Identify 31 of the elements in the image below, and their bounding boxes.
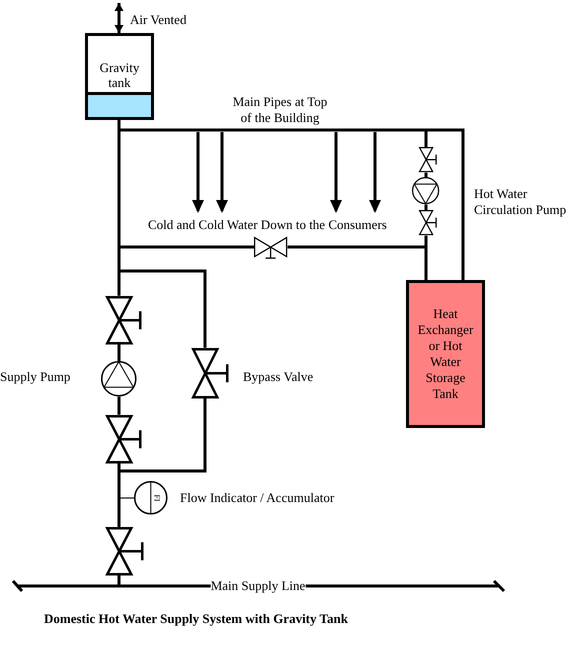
flow-label: Cold and Cold Water Down to the Consumers [148, 217, 387, 233]
pipe [118, 575, 120, 586]
component-label: Bypass Valve [243, 369, 314, 385]
pipe [118, 498, 135, 528]
pipe [118, 120, 206, 348]
pipe [118, 398, 206, 527]
instrument-tag: FI [152, 494, 161, 502]
caption: Domestic Hot Water Supply System with Gravity Tank [44, 611, 348, 627]
pipe [118, 344, 120, 362]
pipe-label: Main Supply Line [210, 578, 306, 594]
pump-symbol [101, 361, 137, 397]
vent-arrow [114, 3, 124, 33]
component-label: Flow Indicator / Accumulator [180, 490, 334, 506]
pipe [424, 172, 428, 178]
valve-symbol [254, 236, 288, 259]
valve-symbol [106, 526, 144, 576]
tank-label: Heat Exchanger or Hot Water Storage Tank [416, 306, 474, 402]
valve-symbol [418, 147, 437, 173]
tank-box [406, 280, 485, 428]
pipe [424, 204, 428, 210]
valve-symbol [106, 414, 142, 464]
tank-label: Gravity tank [98, 60, 140, 90]
valve-symbol [418, 210, 437, 236]
component-label: Supply Pump [0, 369, 70, 385]
flow-indicator-symbol [134, 481, 168, 515]
valve-symbol [192, 348, 228, 398]
valve-symbol [106, 296, 142, 344]
pipe [118, 396, 120, 415]
component-label: Hot Water Circulation Pump [474, 186, 568, 218]
tank-box [85, 33, 154, 120]
pump-symbol [412, 177, 440, 205]
